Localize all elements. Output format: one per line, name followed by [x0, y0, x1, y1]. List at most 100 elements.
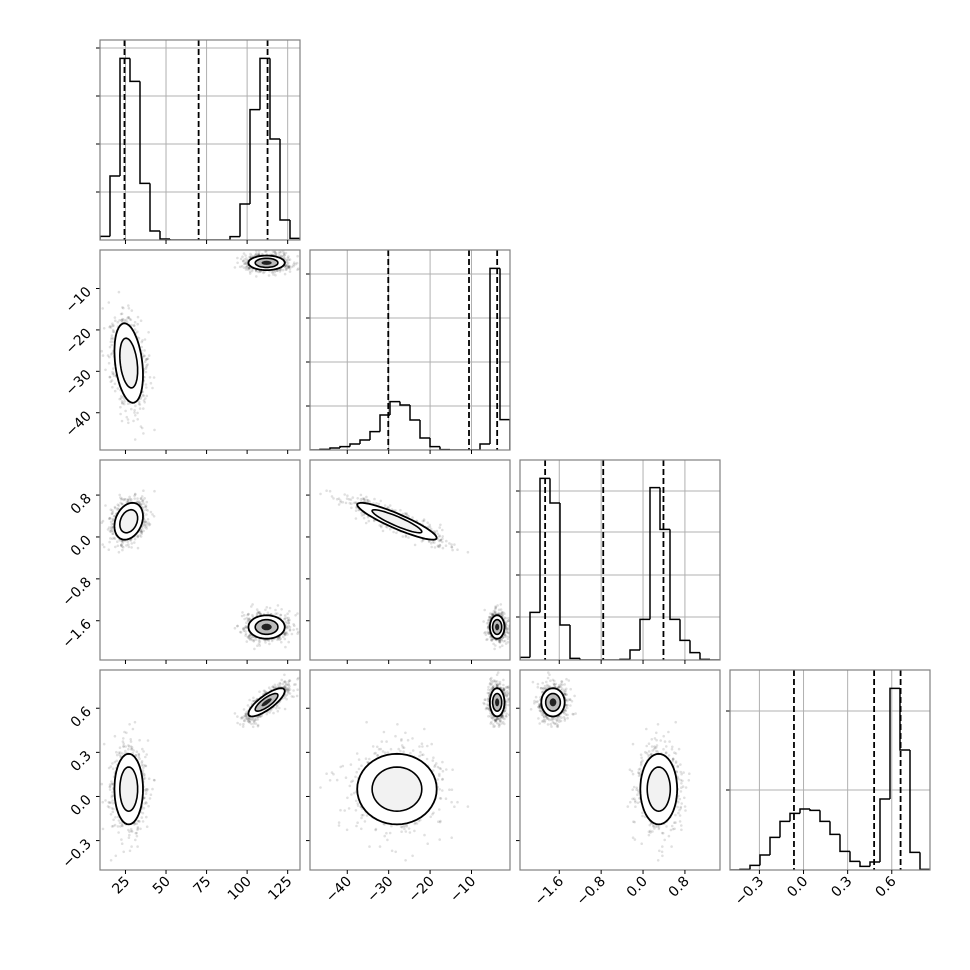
scatter-point: [284, 268, 288, 272]
scatter-point: [110, 780, 113, 783]
scatter-point: [283, 272, 287, 276]
scatter-point: [144, 526, 147, 529]
scatter-point: [244, 266, 248, 269]
scatter-point: [102, 327, 106, 330]
scatter-point: [139, 529, 143, 532]
scatter-point: [135, 822, 138, 825]
scatter-point: [110, 337, 113, 341]
scatter-point: [296, 612, 299, 615]
scatter-point: [111, 537, 114, 540]
scatter-point: [279, 613, 282, 617]
scatter-point: [362, 497, 366, 500]
scatter-point: [125, 500, 129, 504]
scatter-point: [503, 616, 506, 619]
scatter-point: [245, 259, 249, 262]
scatter-point: [507, 616, 510, 620]
scatter-point: [258, 640, 262, 643]
scatter-point: [107, 526, 111, 529]
scatter-point: [140, 532, 143, 536]
scatter-point: [362, 513, 366, 517]
scatter-point: [141, 820, 145, 823]
scatter-panel-1-0: −40−30−20−10: [63, 249, 301, 454]
panel-frame: [99, 459, 301, 661]
scatter-point: [104, 504, 107, 507]
contour-inner: [118, 508, 139, 534]
scatter-point: [348, 501, 352, 505]
scatter-point: [504, 633, 507, 637]
scatter-point: [496, 604, 499, 607]
scatter-point: [287, 265, 291, 269]
scatter-point: [292, 628, 295, 632]
scatter-point: [116, 540, 119, 543]
scatter-point: [366, 500, 370, 503]
scatter-point: [285, 264, 289, 267]
scatter-point: [383, 504, 387, 507]
scatter-point: [441, 540, 444, 544]
scatter-point: [285, 627, 288, 630]
scatter-point: [280, 608, 283, 611]
scatter-point: [438, 539, 441, 543]
scatter-point: [110, 336, 113, 340]
panel-content: [319, 489, 510, 651]
scatter-point: [127, 421, 130, 425]
scatter-point: [128, 723, 131, 726]
scatter-point: [239, 257, 243, 261]
scatter-point: [242, 262, 246, 266]
panel-content: [520, 460, 720, 660]
scatter-point: [505, 630, 509, 634]
scatter-point: [236, 256, 239, 260]
scatter-point: [100, 782, 104, 786]
scatter-point: [110, 379, 114, 382]
scatter-point: [130, 546, 133, 549]
scatter-point: [285, 622, 288, 625]
scatter-point: [128, 849, 132, 853]
scatter-point: [401, 535, 405, 538]
scatter-point: [267, 274, 271, 277]
scatter-point: [118, 821, 122, 825]
scatter-point: [287, 619, 290, 622]
scatter-point: [282, 251, 286, 255]
scatter-point: [113, 734, 117, 738]
scatter-point: [114, 545, 117, 549]
histogram-bin: [489, 267, 500, 444]
scatter-point: [111, 330, 115, 334]
scatter-point: [147, 777, 151, 780]
scatter-point: [251, 638, 254, 642]
scatter-point: [246, 617, 250, 621]
scatter-point: [271, 250, 275, 253]
scatter-point: [142, 506, 145, 510]
scatter-point: [111, 509, 114, 512]
scatter-point: [136, 322, 139, 326]
scatter-point: [254, 269, 258, 273]
scatter-point: [485, 622, 489, 625]
scatter-point: [129, 738, 132, 741]
histogram-panel-0: [96, 39, 301, 244]
scatter-point: [144, 764, 148, 768]
contour-inner: [118, 337, 139, 389]
scatter-point: [284, 251, 288, 255]
scatter-point: [283, 633, 287, 637]
scatter-point: [116, 544, 120, 548]
scatter-point: [438, 526, 442, 529]
scatter-point: [139, 497, 143, 501]
scatter-point: [361, 497, 365, 501]
scatter-point: [119, 412, 122, 416]
scatter-point: [145, 513, 148, 516]
scatter-point: [292, 623, 295, 626]
scatter-point: [117, 290, 121, 294]
scatter-point: [405, 512, 409, 515]
scatter-point: [395, 531, 398, 535]
scatter-point: [492, 642, 495, 646]
scatter-point: [104, 799, 107, 802]
scatter-point: [149, 793, 153, 796]
scatter-point: [141, 499, 144, 503]
scatter-point: [118, 539, 122, 542]
scatter-point: [135, 834, 139, 838]
scatter-point: [116, 507, 119, 510]
scatter-point: [248, 255, 252, 259]
scatter-point: [139, 535, 143, 538]
scatter-point: [427, 540, 431, 543]
scatter-point: [140, 816, 144, 819]
scatter-point: [144, 360, 147, 364]
histogram-bin: [279, 139, 290, 221]
